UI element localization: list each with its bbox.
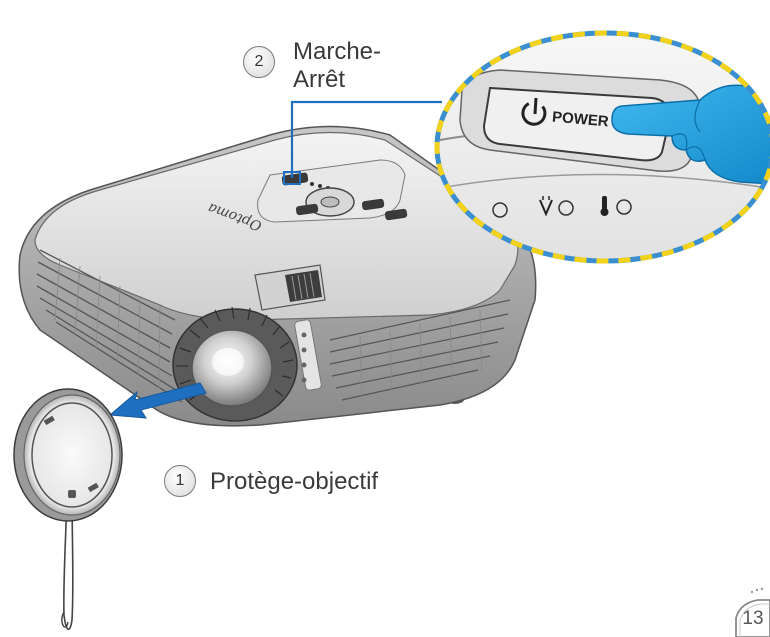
page-number-badge [735, 587, 770, 637]
lens-cap [13, 388, 123, 630]
callout-number-lens-cap: 1 [164, 465, 196, 497]
removal-arrow [108, 382, 207, 419]
power-zoom-bubble: POWER [434, 30, 770, 264]
power-callout-line [283, 100, 442, 185]
page-number: 13 [742, 608, 764, 629]
power-icon [521, 97, 547, 126]
lamp-icon [539, 196, 553, 217]
projector: Optoma [18, 125, 537, 427]
power-button-label: POWER [551, 109, 609, 131]
callout-label-power-line2: Arrêt [293, 66, 346, 93]
callout-label-lens-cap: Protège-objectif [210, 468, 379, 495]
temperature-icon [600, 196, 609, 216]
callout-number-power: 2 [243, 46, 275, 78]
callout-label-power-line1: Marche- [293, 38, 382, 65]
